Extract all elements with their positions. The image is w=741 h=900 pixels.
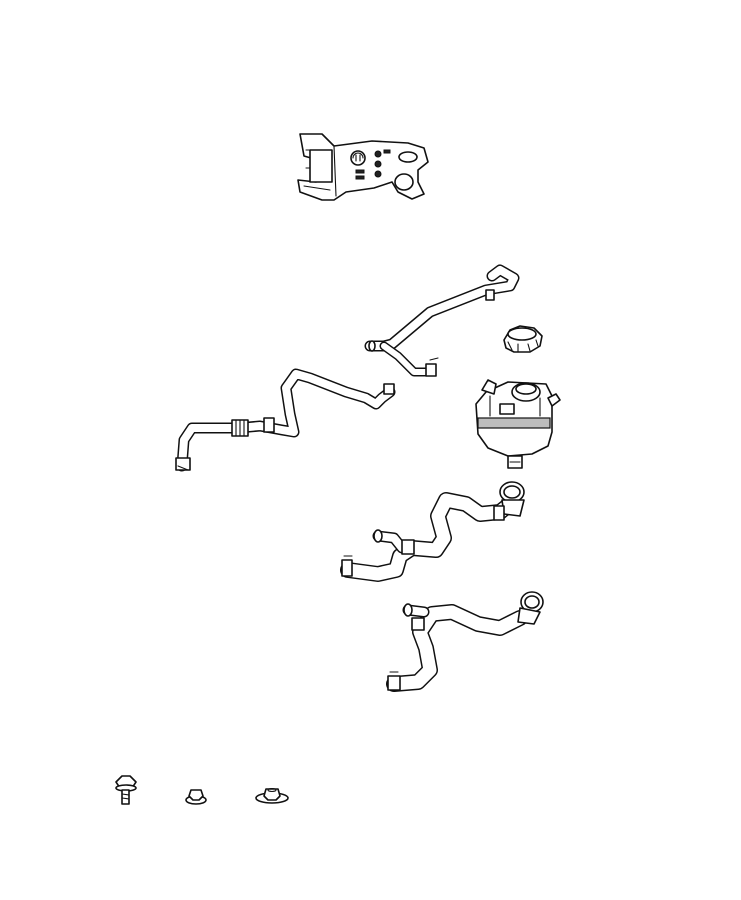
upper-coolant-hose <box>364 264 520 377</box>
pressure-cap <box>503 325 543 353</box>
radiator-hose-upper <box>340 481 525 582</box>
radiator-hose-lower <box>386 591 544 692</box>
bracket <box>297 133 429 201</box>
bolt <box>115 775 137 805</box>
flange-nut <box>255 787 289 804</box>
lower-coolant-hose <box>175 368 396 472</box>
coolant-reservoir <box>475 379 561 469</box>
nut <box>185 789 207 805</box>
